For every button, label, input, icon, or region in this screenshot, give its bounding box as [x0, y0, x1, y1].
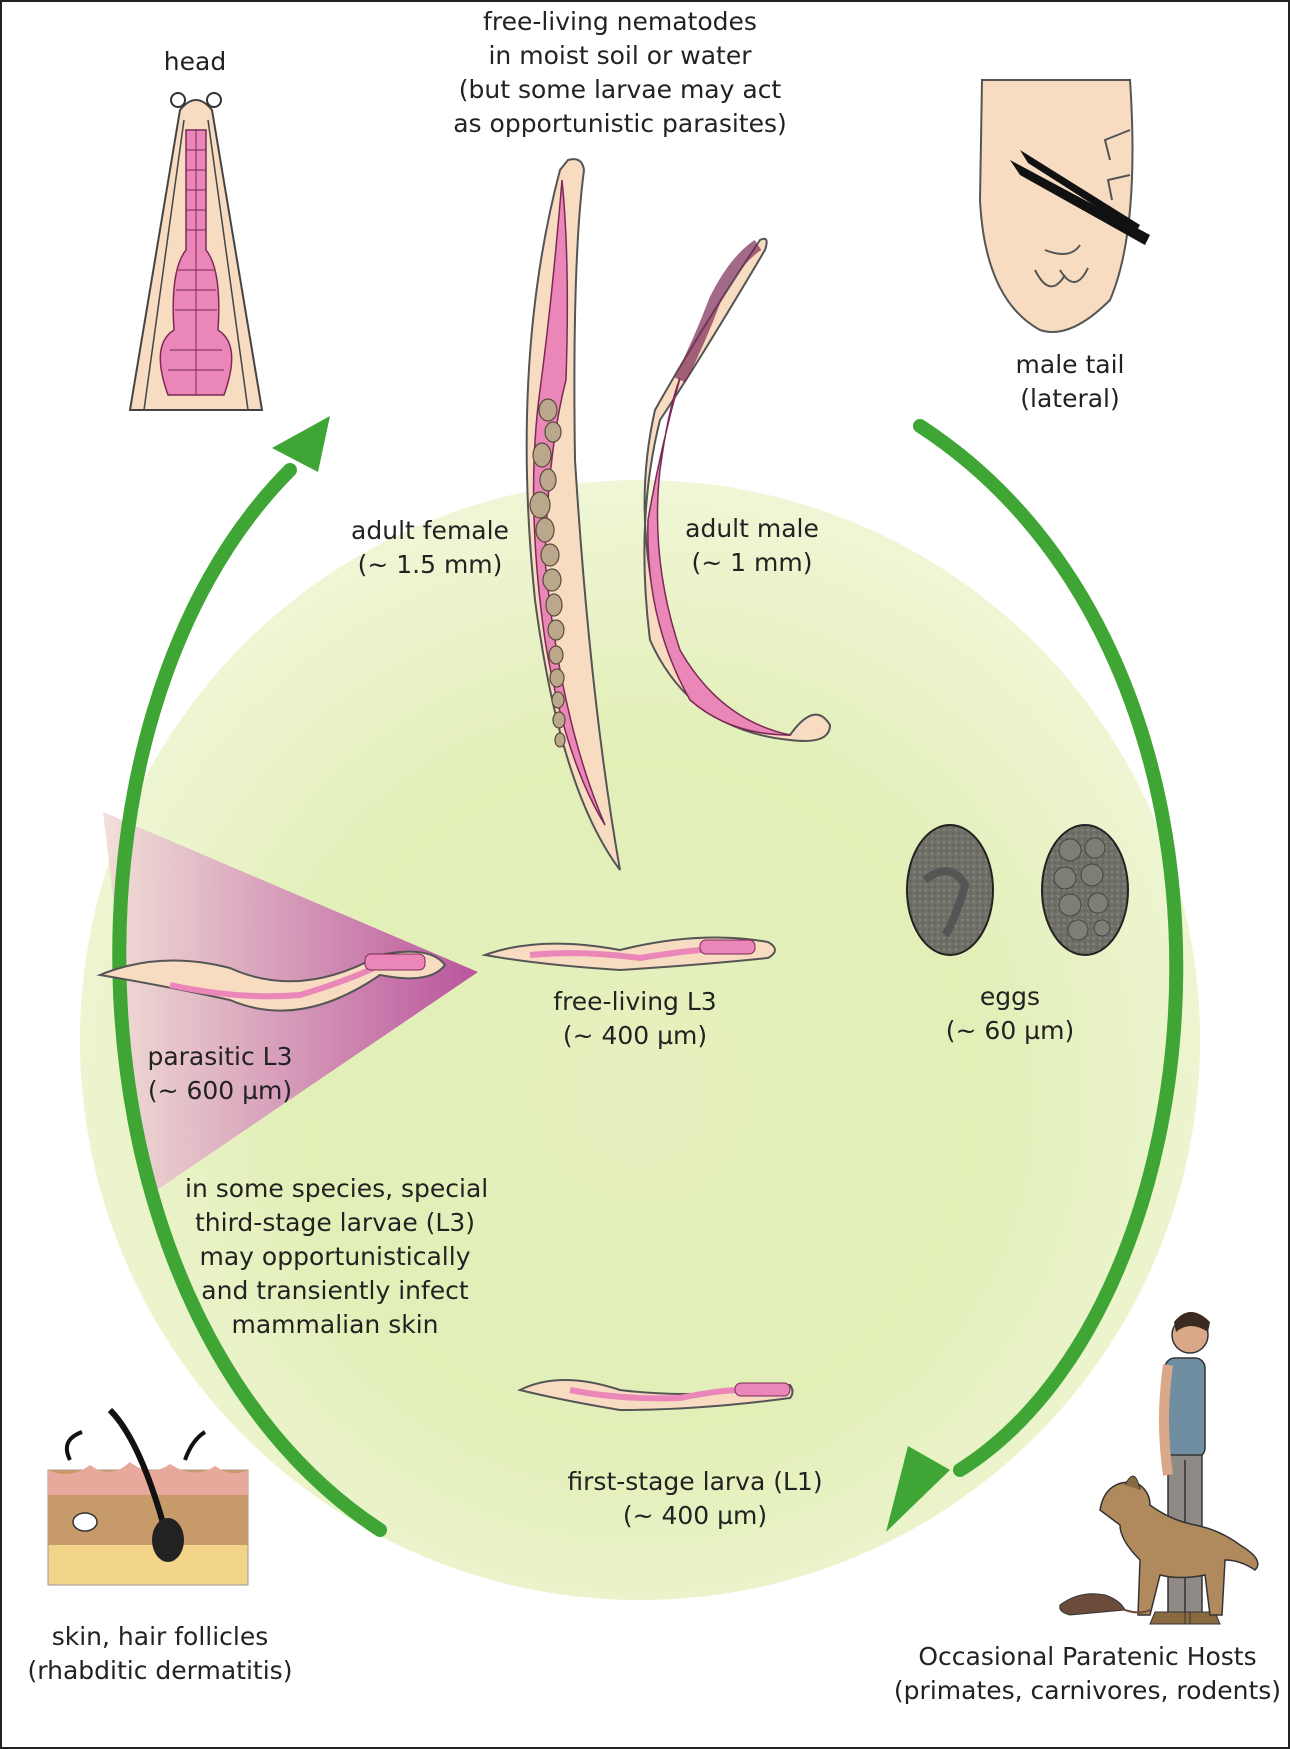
free-living-l3-label: free-living L3 (~ 400 µm) — [535, 985, 735, 1053]
head-label: head — [135, 45, 255, 79]
adult-female-line-1: adult female — [340, 514, 520, 548]
parasitic-l3-line-1: parasitic L3 — [130, 1040, 310, 1074]
paratenic-line-2: (primates, carnivores, rodents) — [890, 1674, 1285, 1708]
free-living-line-2: in moist soil or water — [430, 39, 810, 73]
free-living-line-4: as opportunistic parasites) — [430, 107, 810, 141]
parasitic-l3-label: parasitic L3 (~ 600 µm) — [130, 1040, 310, 1108]
opportunistic-note: in some species, special third-stage lar… — [185, 1172, 485, 1342]
eggs-line-1: eggs — [930, 980, 1090, 1014]
free-living-l3-line-2: (~ 400 µm) — [535, 1019, 735, 1053]
head-label-text: head — [135, 45, 255, 79]
skin-illustration — [48, 1410, 248, 1585]
adult-female-line-2: (~ 1.5 mm) — [340, 548, 520, 582]
first-stage-line-2: (~ 400 µm) — [555, 1499, 835, 1533]
first-stage-line-1: first-stage larva (L1) — [555, 1465, 835, 1499]
skin-line-2: (rhabditic dermatitis) — [15, 1654, 305, 1688]
note-line-2: third-stage larvae (L3) — [185, 1206, 485, 1240]
free-living-line-3: (but some larvae may act — [430, 73, 810, 107]
free-living-label: free-living nematodes in moist soil or w… — [430, 5, 810, 141]
parasitic-l3-line-2: (~ 600 µm) — [130, 1074, 310, 1108]
paratenic-hosts-label: Occasional Paratenic Hosts (primates, ca… — [890, 1640, 1285, 1708]
note-line-3: may opportunistically — [185, 1240, 485, 1274]
first-stage-larva-label: first-stage larva (L1) (~ 400 µm) — [555, 1465, 835, 1533]
male-tail-label: male tail (lateral) — [990, 348, 1150, 416]
adult-male-line-1: adult male — [672, 512, 832, 546]
male-tail-line-2: (lateral) — [990, 382, 1150, 416]
free-living-line-1: free-living nematodes — [430, 5, 810, 39]
head-illustration — [130, 93, 262, 410]
adult-female-label: adult female (~ 1.5 mm) — [340, 514, 520, 582]
note-line-4: and transiently infect — [185, 1274, 485, 1308]
male-tail-illustration — [980, 80, 1150, 332]
arrow-head-top-left — [272, 416, 330, 472]
skin-line-1: skin, hair follicles — [15, 1620, 305, 1654]
free-living-l3-line-1: free-living L3 — [535, 985, 735, 1019]
note-line-1: in some species, special — [185, 1172, 485, 1206]
skin-label: skin, hair follicles (rhabditic dermatit… — [15, 1620, 305, 1688]
adult-male-label: adult male (~ 1 mm) — [672, 512, 832, 580]
adult-male-line-2: (~ 1 mm) — [672, 546, 832, 580]
eggs-line-2: (~ 60 µm) — [930, 1014, 1090, 1048]
male-tail-line-1: male tail — [990, 348, 1150, 382]
paratenic-line-1: Occasional Paratenic Hosts — [890, 1640, 1285, 1674]
note-line-5: mammalian skin — [185, 1308, 485, 1342]
eggs-label: eggs (~ 60 µm) — [930, 980, 1090, 1048]
